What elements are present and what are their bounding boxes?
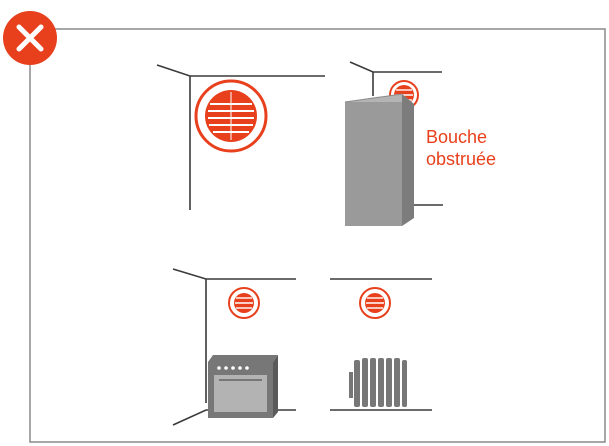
vent-grille-icon bbox=[359, 287, 391, 319]
vent-grille-icon bbox=[194, 79, 268, 153]
refrigerator-icon bbox=[344, 93, 414, 226]
close-icon bbox=[3, 11, 57, 65]
stove-icon bbox=[208, 355, 278, 418]
wall-corner-top-right bbox=[349, 61, 443, 206]
obstructed-vent-label-line2: obstruée bbox=[426, 149, 496, 169]
obstructed-vent-label-line1: Bouche bbox=[426, 127, 487, 147]
vent-grille-icon bbox=[228, 287, 260, 319]
wall-section-bottom-right bbox=[330, 278, 432, 411]
radiator-icon bbox=[349, 358, 407, 407]
frame-border bbox=[29, 28, 606, 443]
wall-corner-top-left bbox=[156, 64, 325, 210]
